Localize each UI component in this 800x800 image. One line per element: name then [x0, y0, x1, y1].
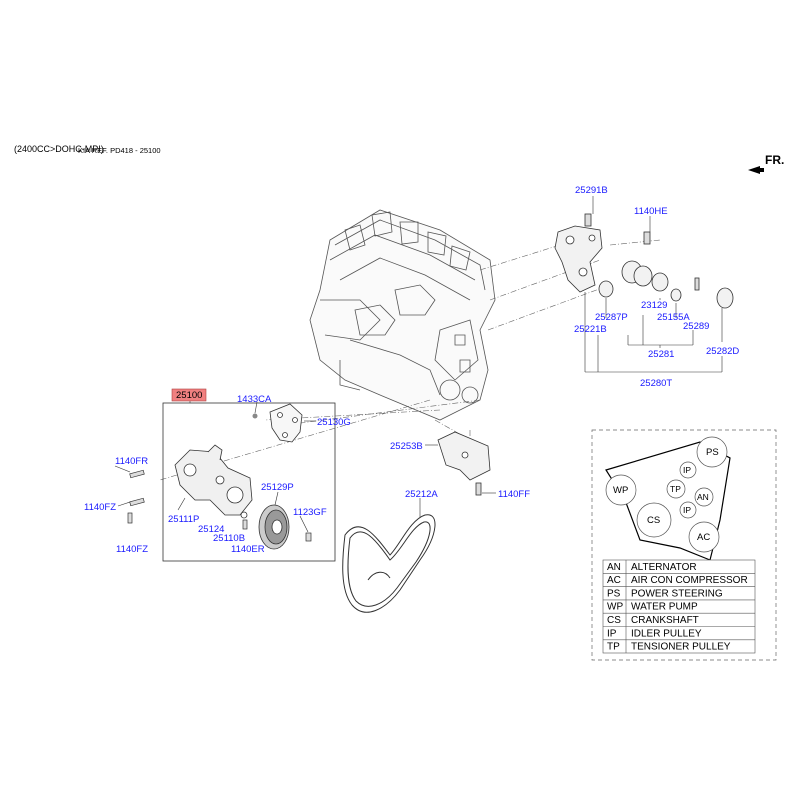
legend-code: PS: [607, 588, 621, 599]
label-25130g[interactable]: 25130G: [317, 417, 351, 428]
label-25289[interactable]: 25289: [683, 321, 709, 332]
label-25291b[interactable]: 25291B: [575, 185, 608, 196]
belt-node-ac: AC: [697, 532, 710, 543]
belt-node-ps: PS: [706, 447, 719, 458]
label-1140fz-upper[interactable]: 1140FZ: [84, 502, 116, 513]
label-1433ca[interactable]: 1433CA: [237, 394, 272, 405]
legend-description: TENSIONER PULLEY: [631, 642, 731, 653]
label-23129[interactable]: 23129: [641, 300, 667, 311]
belt-node-tp: TP: [670, 484, 681, 494]
tensioner-bracket-drawing: [554, 213, 734, 309]
legend-description: CRANKSHAFT: [631, 615, 699, 626]
bracket-25253b-drawing: [437, 431, 491, 496]
legend-code: CS: [607, 615, 621, 626]
label-1140he[interactable]: 1140HE: [634, 206, 668, 217]
legend-description: ALTERNATOR: [631, 562, 697, 573]
legend-description: IDLER PULLEY: [631, 628, 702, 639]
engine-spec-text: (2400CC>DOHC-MPI): [14, 144, 104, 154]
gasket-25130g-drawing: [269, 403, 303, 443]
water-pump-assembly-box: [162, 402, 336, 562]
legend-code: AN: [607, 562, 621, 573]
label-25111p[interactable]: 25111P: [168, 514, 199, 525]
belt-routing-panel: [591, 429, 777, 661]
drive-belt-drawing: [342, 514, 436, 613]
belt-node-an: AN: [697, 492, 709, 502]
highlight-25100-box: [171, 388, 207, 402]
belt-node-cs: CS: [647, 515, 660, 526]
label-leaders: [114, 196, 723, 533]
label-25221b[interactable]: 25221B: [574, 324, 607, 335]
belt-node-ip-upper: IP: [683, 465, 691, 475]
dowel-pin-icon: [252, 413, 258, 419]
label-25129p[interactable]: 25129P: [261, 482, 294, 493]
legend-description: WATER PUMP: [631, 602, 698, 613]
label-25253b[interactable]: 25253B: [390, 441, 423, 452]
bolts-drawing: [127, 469, 312, 542]
water-pump-drawing: [174, 444, 253, 519]
label-1140fr[interactable]: 1140FR: [115, 456, 148, 467]
label-25287p[interactable]: 25287P: [595, 312, 628, 323]
legend-description: AIR CON COMPRESSOR: [631, 575, 748, 586]
legend-code: WP: [607, 602, 623, 613]
front-label: FR.: [765, 153, 784, 167]
water-pump-pulley-drawing: [258, 504, 290, 550]
front-direction-icon: FR.: [748, 153, 784, 174]
label-1123gf[interactable]: 1123GF: [293, 507, 327, 518]
belt-node-wp: WP: [613, 485, 628, 496]
label-25100[interactable]: 25100: [176, 390, 202, 401]
label-25124[interactable]: 25124: [198, 524, 224, 535]
label-25281[interactable]: 25281: [648, 349, 674, 360]
label-25155a[interactable]: 25155A: [657, 312, 690, 323]
label-25282d[interactable]: 25282D: [706, 346, 739, 357]
legend-code: TP: [607, 642, 620, 653]
label-25110b[interactable]: 25110B: [213, 533, 245, 544]
label-25212a[interactable]: 25212A: [405, 489, 438, 500]
reference-text: KIA REF. PD418 - 25100: [78, 146, 161, 155]
label-25280t[interactable]: 25280T: [640, 378, 672, 389]
label-1140fz-lower[interactable]: 1140FZ: [116, 544, 148, 555]
legend-code: AC: [607, 575, 621, 586]
engine-block-drawing: [309, 209, 496, 421]
legend-table: AN ALTERNATOR AC AIR CON COMPRESSOR PS POWER …: [602, 559, 756, 654]
legend-description: POWER STEERING: [631, 588, 723, 599]
label-1140er[interactable]: 1140ER: [231, 544, 265, 555]
belt-node-ip-lower: IP: [683, 505, 691, 515]
legend-code: IP: [607, 628, 617, 639]
belt-routing-diagram: PS IP WP TP AN IP CS AC: [605, 436, 731, 561]
label-1140ff[interactable]: 1140FF: [498, 489, 530, 500]
